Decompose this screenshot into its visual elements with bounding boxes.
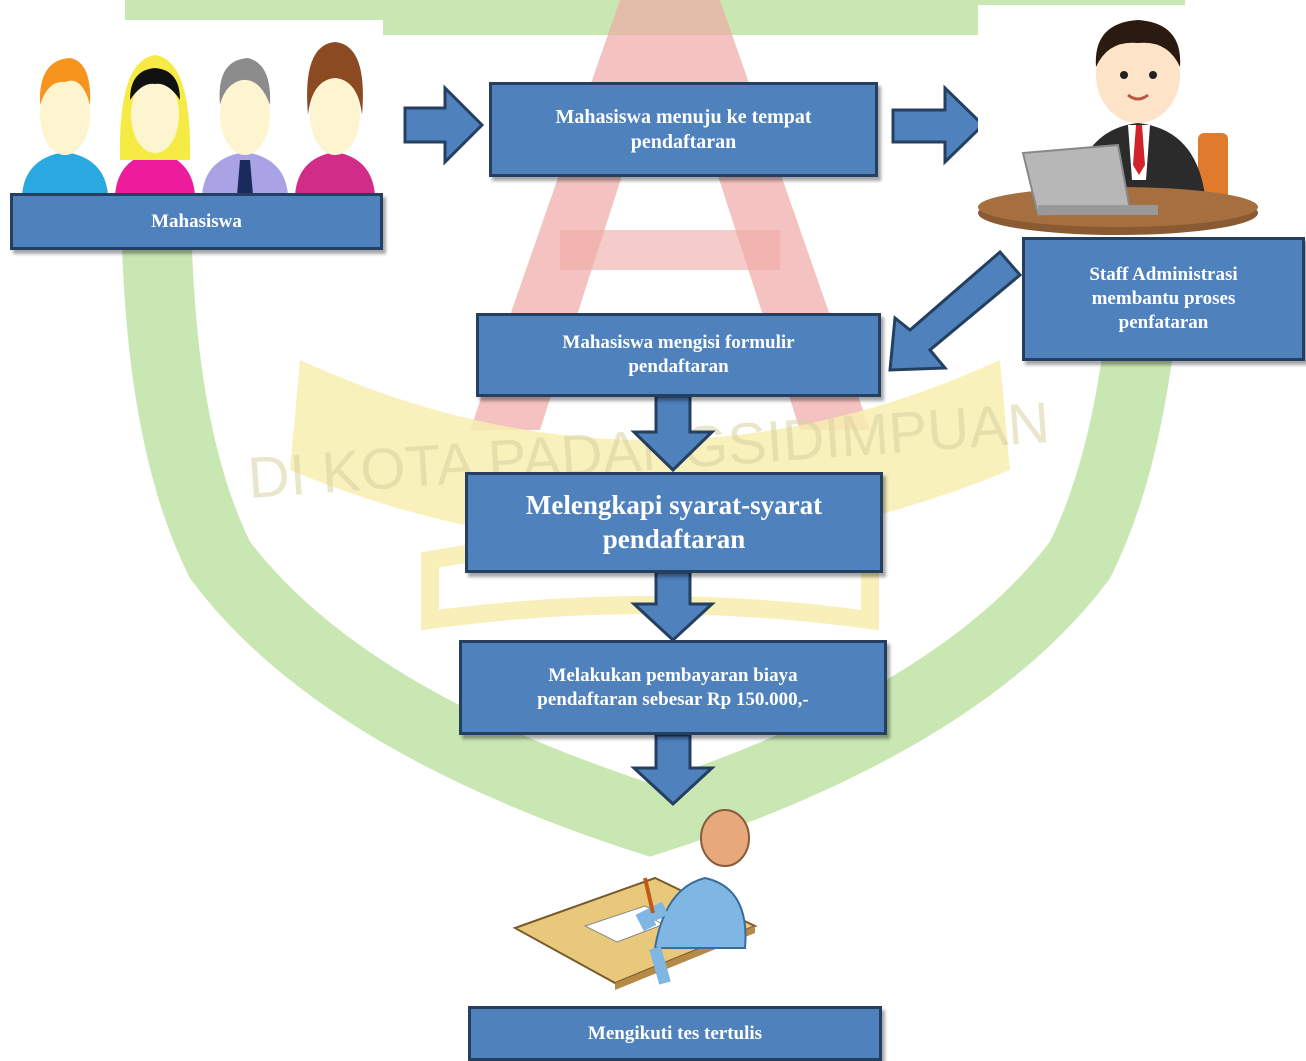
student-3-icon xyxy=(202,58,288,195)
staff-label-box: Staff Administrasi membantu proses penfa… xyxy=(1022,237,1305,361)
staff-illustration xyxy=(978,5,1268,237)
emblem-red-band xyxy=(560,230,780,270)
arrow-diagonal xyxy=(888,249,1023,372)
students-label-box: Mahasiswa xyxy=(10,193,383,250)
emblem-green-shield xyxy=(121,0,1187,857)
step-go-to-registration: Mahasiswa menuju ke tempat pendaftaran xyxy=(489,82,878,177)
student-4-icon xyxy=(295,42,375,195)
students-illustration xyxy=(10,20,383,195)
student-1-icon xyxy=(22,58,108,195)
step-payment: Melakukan pembayaran biaya pendaftaran s… xyxy=(459,640,887,735)
arrow-right-2 xyxy=(891,84,986,166)
step-written-test: Mengikuti tes tertulis xyxy=(468,1006,882,1061)
arrow-down-3 xyxy=(630,733,716,807)
student-2-icon xyxy=(115,55,195,195)
arrow-down-1 xyxy=(630,394,716,473)
test-taker-illustration xyxy=(512,809,758,990)
step-complete-requirements: Melengkapi syarat-syarat pendaftaran xyxy=(465,472,883,573)
arrow-right-1 xyxy=(403,84,485,166)
step-fill-form: Mahasiswa mengisi formulir pendaftaran xyxy=(476,313,881,397)
arrow-down-2 xyxy=(630,570,716,643)
